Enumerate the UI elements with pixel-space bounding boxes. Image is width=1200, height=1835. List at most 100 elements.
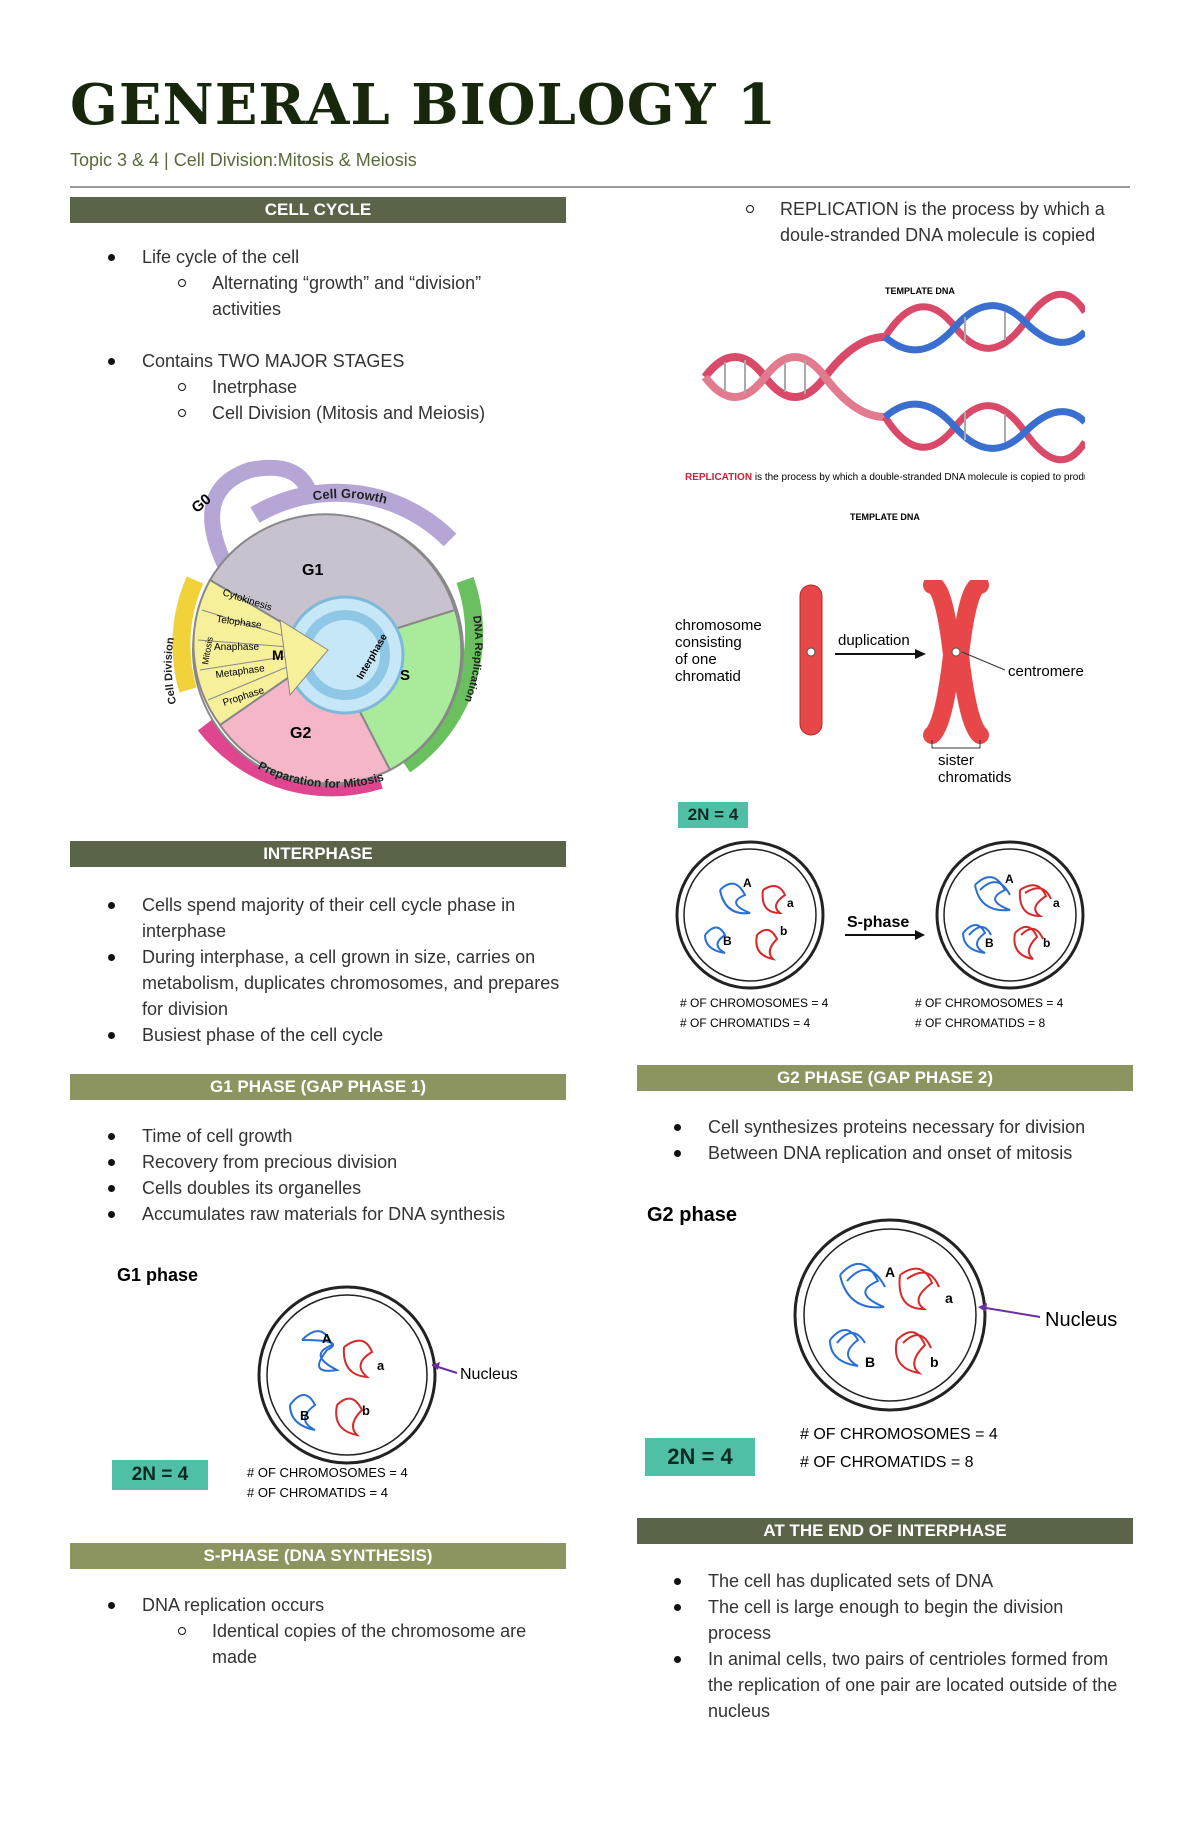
chromosome-label-line2: consisting bbox=[675, 634, 742, 651]
g2-phase-figure: G2 phase A a B b Nucleus # OF CHROMOSOME… bbox=[645, 1195, 1135, 1475]
g1-list: Time of cell growth Recovery from precio… bbox=[108, 1123, 572, 1227]
sphase-left-chromatid-count: # OF CHROMATIDS = 4 bbox=[680, 1016, 810, 1030]
sphase-figure: A a B b S-phase A a B b # OF CHROMOSOMES… bbox=[675, 835, 1115, 1035]
list-item: Life cycle of the cell bbox=[108, 244, 562, 270]
bullet-icon bbox=[674, 1604, 681, 1611]
list-item: DNA replication occurs bbox=[108, 1592, 572, 1618]
g2-allele-A: A bbox=[885, 1264, 895, 1280]
list-item: Cell Division (Mitosis and Meiosis) bbox=[142, 400, 562, 426]
sphase-right-a: a bbox=[1053, 896, 1060, 910]
g2-chromatid-count: # OF CHROMATIDS = 8 bbox=[800, 1454, 974, 1471]
chromosome-label-line1: chromosome bbox=[675, 617, 762, 634]
g2-ploidy-badge: 2N = 4 bbox=[645, 1438, 755, 1476]
dna-caption: REPLICATION is the process by which a do… bbox=[685, 472, 1085, 483]
section-header-end-interphase: AT THE END OF INTERPHASE bbox=[637, 1518, 1133, 1544]
cell-cycle-list: Life cycle of the cell Alternating “grow… bbox=[108, 244, 562, 426]
sphase-ploidy-badge: 2N = 4 bbox=[678, 802, 748, 828]
bullet-icon bbox=[674, 1124, 681, 1131]
bullet-icon bbox=[108, 1032, 115, 1039]
circle-bullet-icon bbox=[178, 279, 186, 287]
duplication-label: duplication bbox=[838, 632, 910, 649]
section-header-g2: G2 PHASE (GAP PHASE 2) bbox=[637, 1065, 1133, 1091]
sphase-right-A: A bbox=[1005, 872, 1014, 886]
g2-allele-b: b bbox=[930, 1354, 939, 1370]
page-title: GENERAL BIOLOGY 1 bbox=[70, 72, 777, 138]
bullet-icon bbox=[108, 1159, 115, 1166]
cycle-label-g2: G2 bbox=[290, 725, 311, 742]
sphase-right-chromatid-count: # OF CHROMATIDS = 8 bbox=[915, 1016, 1045, 1030]
g1-chromatid-count: # OF CHROMATIDS = 4 bbox=[247, 1485, 388, 1500]
sphase-right-chromosome-count: # OF CHROMOSOMES = 4 bbox=[915, 996, 1064, 1010]
cycle-label-mitosis: Mitosis bbox=[200, 636, 215, 666]
bullet-icon bbox=[108, 1602, 115, 1609]
bullet-icon bbox=[108, 954, 115, 961]
bullet-icon bbox=[108, 1185, 115, 1192]
g2-chromosome-count: # OF CHROMOSOMES = 4 bbox=[800, 1426, 998, 1443]
list-item: Time of cell growth bbox=[108, 1123, 572, 1149]
circle-bullet-icon bbox=[746, 205, 754, 213]
circle-bullet-icon bbox=[178, 383, 186, 391]
list-item: Busiest phase of the cell cycle bbox=[108, 1022, 562, 1048]
bullet-icon bbox=[108, 1211, 115, 1218]
allele-b: b bbox=[362, 1403, 370, 1418]
sphase-arrow-label: S-phase bbox=[847, 914, 909, 931]
cycle-label-s: S bbox=[400, 667, 410, 684]
section-header-s-phase: S-PHASE (DNA SYNTHESIS) bbox=[70, 1543, 566, 1569]
list-item: In animal cells, two pairs of centrioles… bbox=[674, 1646, 1128, 1724]
list-item: The cell has duplicated sets of DNA bbox=[674, 1568, 1128, 1594]
list-item: The cell is large enough to begin the di… bbox=[674, 1594, 1128, 1646]
spacer bbox=[142, 322, 562, 348]
g2-list: Cell synthesizes proteins necessary for … bbox=[674, 1114, 1138, 1166]
g1-nucleus-label: Nucleus bbox=[460, 1366, 518, 1383]
bullet-icon bbox=[108, 254, 115, 261]
circle-bullet-icon bbox=[178, 1627, 186, 1635]
bullet-icon bbox=[674, 1656, 681, 1663]
sister-chromatids-line1: sister bbox=[938, 752, 974, 769]
list-item: Identical copies of the chromosome are m… bbox=[142, 1618, 572, 1670]
list-item: Between DNA replication and onset of mit… bbox=[674, 1140, 1138, 1166]
g2-allele-a: a bbox=[945, 1290, 953, 1306]
list-item: Contains TWO MAJOR STAGES bbox=[108, 348, 562, 374]
allele-a: a bbox=[377, 1358, 385, 1373]
cell-cycle-diagram: G1 S G2 M G0 Cell Growth DNA Replication… bbox=[150, 460, 510, 820]
section-header-cell-cycle: CELL CYCLE bbox=[70, 197, 566, 223]
g1-ploidy-badge: 2N = 4 bbox=[112, 1460, 208, 1490]
sphase-right-b: b bbox=[1043, 936, 1050, 950]
centromere-label: centromere bbox=[1008, 663, 1084, 680]
chromosome-duplication-figure: chromosome consisting of one chromatid d… bbox=[670, 580, 1110, 790]
list-item: Recovery from precious division bbox=[108, 1149, 572, 1175]
bullet-icon bbox=[108, 358, 115, 365]
bullet-icon bbox=[108, 902, 115, 909]
sphase-left-b: b bbox=[780, 924, 787, 938]
cycle-label-m: M bbox=[272, 647, 284, 663]
replication-list: REPLICATION is the process by which a do… bbox=[746, 196, 1130, 248]
g2-allele-B: B bbox=[865, 1354, 875, 1370]
g1-phase-figure: G1 phase A a B b Nucleus # OF CHROMOSOME… bbox=[112, 1255, 552, 1515]
list-item: Cell synthesizes proteins necessary for … bbox=[674, 1114, 1138, 1140]
title-divider bbox=[70, 186, 1130, 188]
chromosome-label-line3: of one bbox=[675, 651, 717, 668]
section-header-g1: G1 PHASE (GAP PHASE 1) bbox=[70, 1074, 566, 1100]
end-interphase-list: The cell has duplicated sets of DNA The … bbox=[674, 1568, 1128, 1724]
page-subtitle: Topic 3 & 4 | Cell Division:Mitosis & Me… bbox=[70, 150, 417, 170]
s-phase-list: DNA replication occurs Identical copies … bbox=[108, 1592, 572, 1670]
sphase-left-A: A bbox=[743, 876, 752, 890]
chromosome-label-line4: chromatid bbox=[675, 668, 741, 685]
template-dna-top: TEMPLATE DNA bbox=[885, 286, 955, 296]
g2-figure-title: G2 phase bbox=[647, 1204, 737, 1226]
sphase-left-B: B bbox=[723, 934, 732, 948]
allele-A: A bbox=[322, 1331, 332, 1346]
g2-nucleus-label: Nucleus bbox=[1045, 1309, 1117, 1331]
g1-chromosome-count: # OF CHROMOSOMES = 4 bbox=[247, 1465, 408, 1480]
list-item: Cells spend majority of their cell cycle… bbox=[108, 892, 562, 944]
bullet-icon bbox=[674, 1578, 681, 1585]
section-header-interphase: INTERPHASE bbox=[70, 841, 566, 867]
sphase-left-a: a bbox=[787, 896, 794, 910]
sister-chromatids-line2: chromatids bbox=[938, 769, 1011, 786]
list-item: Alternating “growth” and “division” acti… bbox=[142, 270, 562, 322]
cycle-label-g1: G1 bbox=[302, 562, 323, 579]
interphase-list: Cells spend majority of their cell cycle… bbox=[108, 892, 562, 1048]
bullet-icon bbox=[674, 1150, 681, 1157]
sphase-right-B: B bbox=[985, 936, 994, 950]
list-item: REPLICATION is the process by which a do… bbox=[746, 196, 1130, 248]
